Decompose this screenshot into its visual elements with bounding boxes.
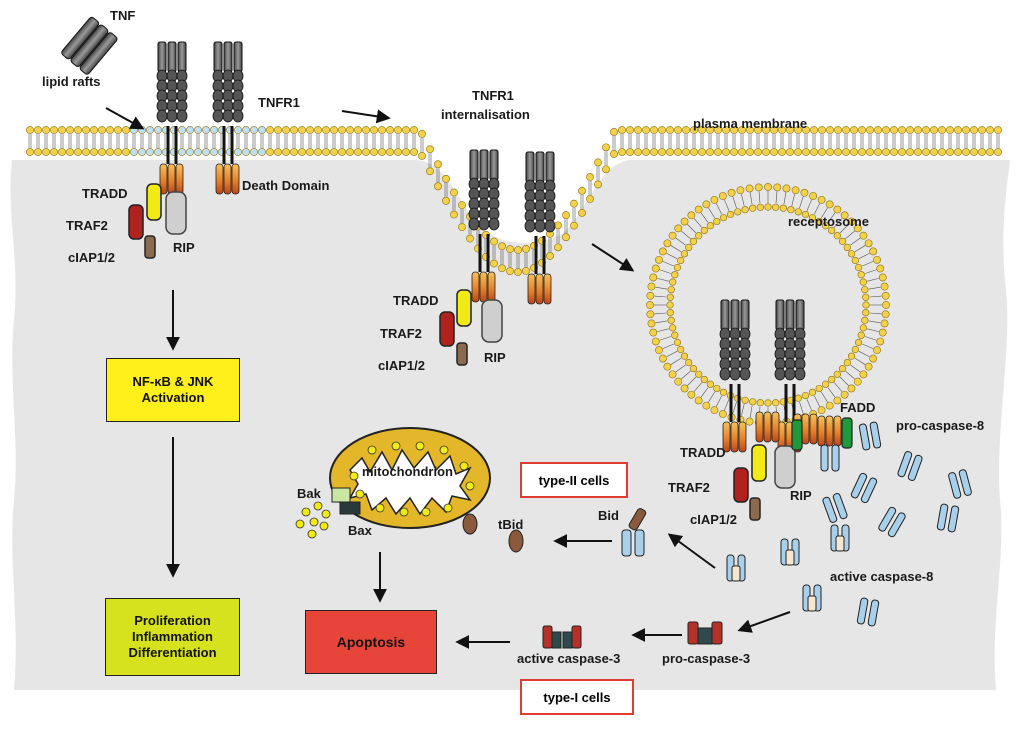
rip-protein bbox=[774, 445, 796, 489]
caspase-8-icon bbox=[948, 469, 972, 499]
plasma-membrane bbox=[26, 126, 1002, 276]
adapter-complex-3 bbox=[733, 417, 853, 521]
nfkb-line-2: Activation bbox=[141, 390, 205, 405]
bid-label: Bid bbox=[598, 508, 619, 523]
tradd-label: TRADD bbox=[680, 445, 726, 460]
active-caspase-3-icon bbox=[542, 625, 582, 649]
caspase-8-icon bbox=[936, 503, 960, 533]
lipid-rafts-label: lipid rafts bbox=[42, 74, 101, 89]
arrows bbox=[105, 107, 791, 649]
tradd-protein bbox=[456, 289, 472, 327]
bak-protein bbox=[331, 487, 351, 503]
type-ii-cells-box: type-II cells bbox=[520, 462, 628, 498]
pro-caspase-8-label: pro-caspase-8 bbox=[896, 418, 985, 433]
caspase-8-icon bbox=[802, 584, 822, 612]
rip-label: RIP bbox=[173, 240, 195, 255]
apoptosis-box: Apoptosis bbox=[305, 610, 437, 674]
type-i-text: type-I cells bbox=[543, 689, 611, 705]
tnfr1-receptor-icon bbox=[468, 149, 500, 303]
nfkb-line-1: NF-κB & JNK bbox=[132, 374, 214, 389]
bax-label: Bax bbox=[348, 523, 372, 538]
caspase-8-icon bbox=[820, 444, 840, 472]
caspase-8-icon bbox=[858, 421, 882, 451]
caspase-8-icon bbox=[726, 554, 746, 582]
bax-protein bbox=[339, 501, 361, 515]
traf2-protein bbox=[128, 204, 144, 240]
ciap-protein bbox=[456, 342, 468, 366]
traf2-label: TRAF2 bbox=[668, 480, 710, 495]
outcome-box: Proliferation Inflammation Differentiati… bbox=[105, 598, 240, 676]
tnf-label: TNF bbox=[110, 8, 136, 23]
bak-label: Bak bbox=[297, 486, 321, 501]
mitochondrion-icon bbox=[329, 427, 491, 535]
apoptosis-text: Apoptosis bbox=[336, 634, 406, 650]
tnfr1-internalisation-label-2: internalisation bbox=[441, 107, 530, 122]
tradd-label: TRADD bbox=[393, 293, 439, 308]
tbid-label: tBid bbox=[498, 517, 524, 532]
outcome-line-2: Inflammation bbox=[132, 629, 213, 644]
traf2-protein bbox=[439, 311, 455, 347]
caspase-8-icon bbox=[856, 597, 880, 627]
type-ii-text: type-II cells bbox=[538, 472, 610, 488]
tnfr1-receptor-icon bbox=[156, 41, 188, 195]
fadd-protein bbox=[841, 417, 853, 449]
tnf-trimer-icon bbox=[61, 16, 118, 75]
mitochondrion-label: mitochondrion bbox=[362, 464, 453, 479]
plasma-membrane-label: plasma membrane bbox=[693, 116, 808, 131]
type-i-cells-box: type-I cells bbox=[520, 679, 634, 715]
receptosome-label: receptosome bbox=[788, 214, 869, 229]
fadd-protein bbox=[791, 419, 803, 451]
pro-caspase-3-icon bbox=[687, 621, 723, 645]
tradd-protein bbox=[146, 183, 162, 221]
caspase-8-icon bbox=[822, 493, 848, 523]
rip-protein bbox=[165, 191, 187, 235]
outcome-line-1: Proliferation bbox=[134, 613, 211, 628]
caspase-8-icon bbox=[897, 451, 923, 481]
caspase-8-molecules bbox=[726, 421, 972, 627]
tradd-protein bbox=[751, 444, 767, 482]
tnfr1-internalisation-label-1: TNFR1 bbox=[472, 88, 514, 103]
fadd-label: FADD bbox=[840, 400, 876, 415]
active-caspase-8-label: active caspase-8 bbox=[830, 569, 934, 584]
ciap-label: cIAP1/2 bbox=[690, 512, 737, 527]
tbid-protein bbox=[508, 529, 524, 553]
caspase-8-icon bbox=[878, 506, 906, 538]
death-domain-label: Death Domain bbox=[242, 178, 330, 193]
ciap-protein bbox=[144, 235, 156, 259]
receptosome-vesicle bbox=[646, 183, 890, 427]
adapter-complex-2 bbox=[439, 289, 503, 366]
traf2-protein bbox=[733, 467, 749, 503]
caspase-8-icon bbox=[830, 524, 850, 552]
tnfr1-receptor-icon bbox=[212, 41, 244, 195]
tnfr1-receptor-icon bbox=[524, 151, 556, 305]
active-caspase-3-label: active caspase-3 bbox=[517, 651, 621, 666]
traf2-label: TRAF2 bbox=[66, 218, 108, 233]
nfkb-jnk-activation-box: NF-κB & JNK Activation bbox=[106, 358, 240, 422]
ciap-label: cIAP1/2 bbox=[378, 358, 425, 373]
caspase-8-icon bbox=[780, 538, 800, 566]
outcome-line-3: Differentiation bbox=[128, 645, 217, 660]
cytochrome-c-dots bbox=[295, 501, 331, 539]
ciap-label: cIAP1/2 bbox=[68, 250, 115, 265]
rip-protein bbox=[481, 299, 503, 343]
adapter-complex-1 bbox=[128, 183, 187, 259]
traf2-label: TRAF2 bbox=[380, 326, 422, 341]
tradd-label: TRADD bbox=[82, 186, 128, 201]
bid-protein bbox=[621, 508, 647, 557]
ciap-protein bbox=[749, 497, 761, 521]
caspase-8-icon bbox=[850, 472, 878, 504]
pro-caspase-3-label: pro-caspase-3 bbox=[662, 651, 751, 666]
cytoplasm bbox=[10, 160, 1011, 690]
rip-label: RIP bbox=[484, 350, 506, 365]
tnfr1-label: TNFR1 bbox=[258, 95, 300, 110]
rip-label: RIP bbox=[790, 488, 812, 503]
tnfr1-receptor-icon bbox=[719, 299, 751, 453]
